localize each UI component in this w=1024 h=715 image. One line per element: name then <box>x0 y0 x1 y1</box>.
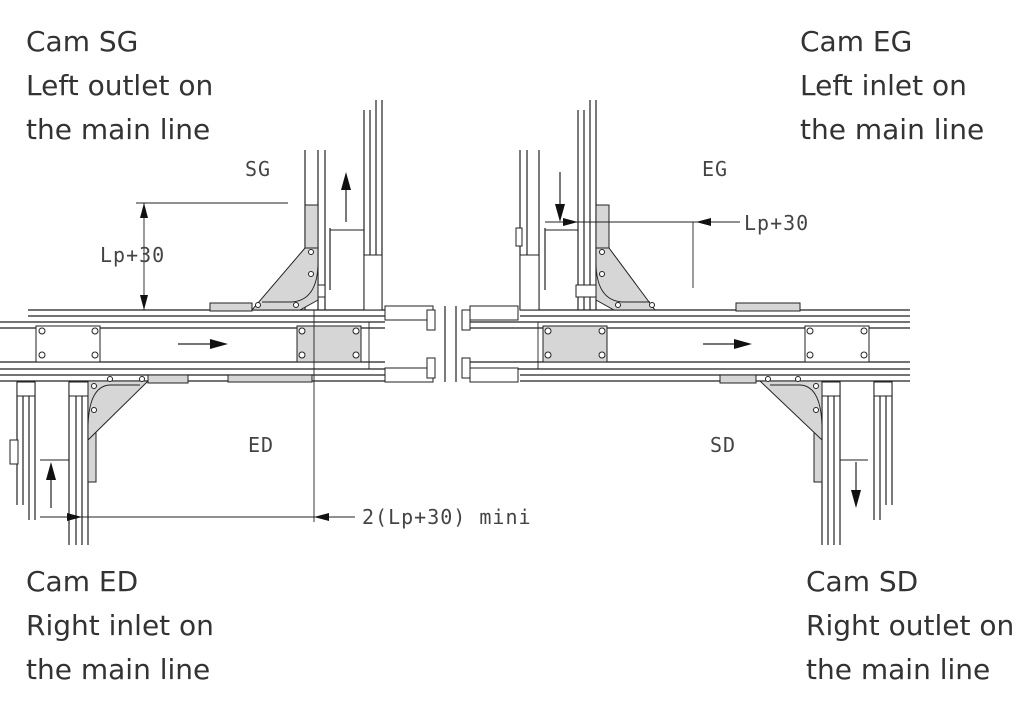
branch-eg-left-inlet <box>515 100 656 311</box>
main-line-conveyor <box>0 302 910 383</box>
caption-cam-eg: Cam EG Left inlet on the main line <box>800 20 984 152</box>
dimension-2lp30-mini: 2(Lp+30) mini <box>362 505 532 529</box>
caption-eg-line2: Left inlet on <box>800 69 967 102</box>
label-sg: SG <box>245 157 271 181</box>
caption-cam-sd: Cam SD Right outlet on the main line <box>806 560 1014 692</box>
caption-sg-line2: Left outlet on <box>26 69 214 102</box>
branch-sd-right-outlet <box>719 374 893 545</box>
caption-cam-sg: Cam SG Left outlet on the main line <box>26 20 213 152</box>
caption-sd-line3: the main line <box>806 653 991 686</box>
label-sd: SD <box>710 433 736 457</box>
caption-sd-line2: Right outlet on <box>806 609 1015 642</box>
caption-cam-ed: Cam ED Right inlet on the main line <box>26 560 214 692</box>
branch-ed-right-inlet <box>9 374 189 545</box>
caption-eg-title: Cam EG <box>800 25 913 58</box>
caption-ed-line2: Right inlet on <box>26 609 214 642</box>
caption-sd-title: Cam SD <box>806 565 919 598</box>
branch-sg-left-outlet <box>209 100 383 312</box>
caption-ed-title: Cam ED <box>26 565 139 598</box>
dimension-lp30-right: Lp+30 <box>744 211 809 235</box>
label-eg: EG <box>702 157 728 181</box>
caption-ed-line3: the main line <box>26 653 211 686</box>
dimension-lp30-left: Lp+30 <box>100 243 165 267</box>
caption-eg-line3: the main line <box>800 113 985 146</box>
caption-sg-line3: the main line <box>26 113 211 146</box>
label-ed: ED <box>248 433 274 457</box>
caption-sg-title: Cam SG <box>26 25 139 58</box>
dimension-lines <box>40 202 740 522</box>
